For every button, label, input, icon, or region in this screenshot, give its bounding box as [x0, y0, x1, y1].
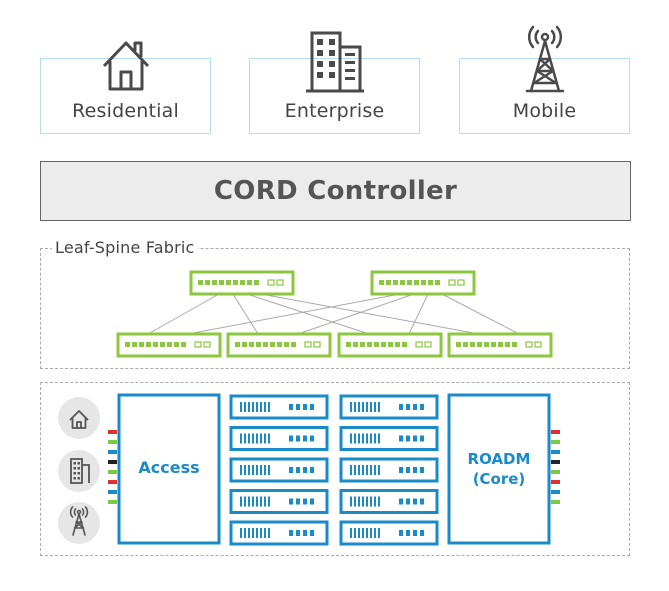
- access-port: [108, 490, 117, 494]
- access-port: [108, 500, 117, 504]
- server-unit: [229, 520, 329, 546]
- access-port: [108, 480, 117, 484]
- roadm-port: [551, 490, 560, 494]
- server-unit: [229, 394, 329, 420]
- building-icon: [250, 25, 419, 97]
- roadm-port: [551, 480, 560, 484]
- fabric-link: [147, 293, 220, 335]
- service-box-residential: Residential: [40, 41, 211, 134]
- access-label: Access: [138, 458, 199, 477]
- fabric-link: [187, 293, 401, 335]
- fabric-link: [297, 293, 415, 335]
- port-strips: [108, 430, 560, 504]
- leaf-spine-fabric-frame: [40, 248, 630, 369]
- fabric-link: [246, 293, 370, 335]
- roadm-port: [551, 470, 560, 474]
- service-label: Enterprise: [284, 100, 385, 122]
- fabric-link: [260, 293, 480, 335]
- server-unit: [229, 426, 329, 451]
- house-icon: [41, 25, 210, 97]
- fabric-link: [441, 293, 520, 335]
- server-unit: [339, 426, 439, 451]
- service-label: Mobile: [512, 100, 577, 122]
- controller-label: CORD Controller: [213, 176, 458, 206]
- roadm-port: [551, 500, 560, 504]
- client-cell-tower-icon: [58, 502, 100, 544]
- cord-controller-box: CORD Controller: [40, 161, 631, 221]
- service-label: Residential: [72, 100, 179, 122]
- roadm-label: ROADM: [468, 450, 531, 468]
- access-port: [108, 470, 117, 474]
- client-house-icon: [58, 397, 100, 439]
- server-racks: [229, 394, 439, 546]
- roadm-sublabel: (Core): [473, 470, 526, 488]
- server-unit: [339, 394, 439, 420]
- access-box: [117, 393, 221, 545]
- fabric-link: [408, 293, 429, 335]
- server-unit: [339, 489, 439, 514]
- service-box-mobile: Mobile: [459, 25, 630, 134]
- spine-switch: [370, 270, 476, 296]
- roadm-port: [551, 430, 560, 434]
- cell-tower-icon: [460, 25, 629, 97]
- server-unit: [339, 457, 439, 483]
- server-unit: [229, 457, 329, 483]
- roadm-box: [447, 393, 551, 545]
- leaf-switch: [447, 332, 553, 358]
- roadm-port: [551, 450, 560, 454]
- fabric-label: Leaf-Spine Fabric: [52, 238, 198, 257]
- leaf-switch: [337, 332, 443, 358]
- server-unit: [339, 520, 439, 546]
- fabric-link: [232, 293, 259, 335]
- access-port: [108, 460, 117, 464]
- fabric-switches: [116, 270, 553, 358]
- access-port: [108, 440, 117, 444]
- fabric-links: [147, 293, 520, 335]
- pod-frame: [40, 382, 630, 556]
- access-port: [108, 430, 117, 434]
- client-building-icon: [58, 450, 100, 492]
- spine-switch: [189, 270, 295, 296]
- leaf-switch: [226, 332, 332, 358]
- service-box-enterprise: Enterprise: [249, 31, 420, 134]
- leaf-switch: [116, 332, 222, 358]
- server-unit: [229, 489, 329, 514]
- roadm-port: [551, 440, 560, 444]
- roadm-port: [551, 460, 560, 464]
- access-port: [108, 450, 117, 454]
